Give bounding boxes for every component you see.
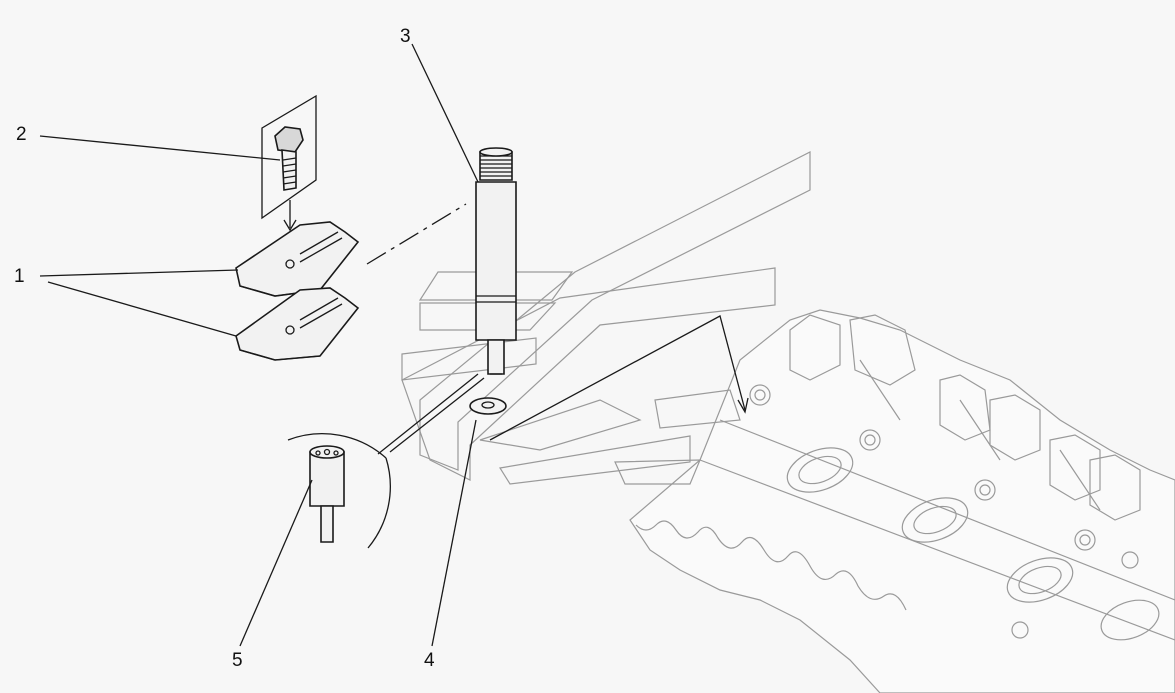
injector bbox=[475, 147, 517, 375]
callout-leaders bbox=[39, 43, 479, 647]
clamp-plate-upper bbox=[235, 221, 360, 297]
callout-5: 5 bbox=[232, 650, 243, 671]
leader-2 bbox=[39, 135, 281, 161]
leader-1b bbox=[47, 281, 237, 337]
nozzle bbox=[309, 445, 345, 543]
leader-3 bbox=[411, 43, 479, 183]
leader-1a bbox=[39, 269, 239, 277]
leader-5 bbox=[239, 479, 313, 647]
leader-4 bbox=[431, 419, 477, 647]
washer-leader bbox=[489, 315, 746, 441]
callout-3: 3 bbox=[400, 26, 411, 47]
bolt bbox=[274, 126, 304, 191]
bolt-frame bbox=[261, 94, 317, 232]
callout-2: 2 bbox=[16, 124, 27, 145]
callout-4: 4 bbox=[424, 650, 435, 671]
cylinder-head-outline bbox=[629, 309, 1175, 693]
washer bbox=[469, 397, 507, 415]
center-line bbox=[366, 203, 467, 265]
clamp-plate-lower bbox=[235, 287, 360, 361]
callout-1: 1 bbox=[14, 266, 25, 287]
detail-circle bbox=[287, 373, 485, 549]
